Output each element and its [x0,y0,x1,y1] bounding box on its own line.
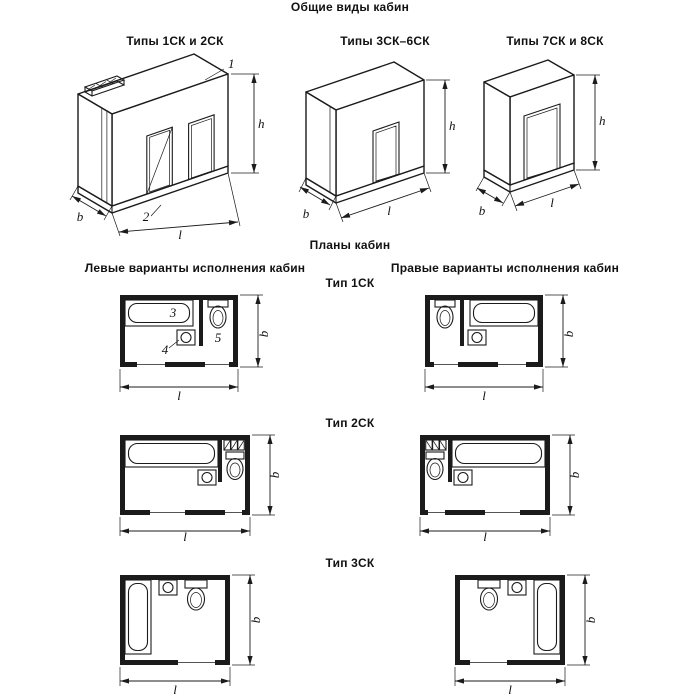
dim-l: l [111,172,241,242]
plan-2sk-left: b l [119,434,282,544]
right-variants-header: Правые варианты исполнения кабин [390,261,620,275]
row-label-2sk: Тип 2СК [325,416,375,430]
dim-label-l: l [550,195,554,210]
dim-label-l: l [178,227,182,242]
dim-label-l: l [508,682,512,697]
bathtub [124,579,152,655]
dim-b: b [545,294,576,368]
callout-roof: 1 [204,56,235,81]
plan-2sk-right: b l [419,434,582,544]
dim-label-b: b [248,616,263,623]
callout-2-label: 2 [143,209,150,224]
plan-walls [120,295,238,367]
callout-4-leader [168,339,180,349]
dim-b: b [567,574,598,666]
callout-1-label: 1 [228,56,235,71]
toilet [184,579,208,611]
dim-label-b: b [267,471,282,478]
left-variants-header: Левые варианты исполнения кабин [84,261,306,275]
dim-b: b [240,294,271,368]
dim-label-b: b [561,330,576,337]
cabin-box [77,53,229,207]
callout-base: 2 [143,204,162,224]
view-caption-1: Типы 1СК и 2СК [126,34,224,48]
main-title: Общие виды кабин [290,0,410,14]
toilet [207,299,229,329]
dim-label-b: b [77,209,84,224]
isometric-view-7sk-8sk: h b l [475,59,606,218]
dim-h: h [426,79,456,174]
dim-l: l [509,169,582,212]
isometric-view-1sk-2sk: 1 2 h b l [69,53,265,242]
plan-mirrored-content [455,575,565,665]
sink [197,469,217,486]
plan-3sk-right: b l [454,574,598,697]
door-opening [372,121,400,184]
toilet [225,451,245,481]
dim-label-l: l [482,388,486,403]
dim-l: l [119,517,251,544]
dim-label-l: l [177,388,181,403]
door-opening-2 [188,114,215,181]
dim-l: l [335,172,432,223]
dim-label-b: b [567,471,582,478]
bathtub [124,299,194,327]
dim-label-h: h [599,113,606,128]
door-opening [523,103,561,181]
dim-b: b [298,177,337,221]
dim-b: b [69,185,113,224]
dim-b: b [552,434,582,516]
dim-label-h: h [449,118,456,133]
dim-l: l [419,517,551,544]
view-caption-2: Типы 3СК–6СК [340,34,430,48]
plan-3sk-left: b l [119,574,263,697]
dim-b: b [232,574,263,666]
plan-mirrored-content [425,295,543,367]
dim-l: l [424,369,544,403]
cabin-box [305,61,425,197]
dim-l: l [119,667,231,697]
dim-h: h [576,74,606,171]
dim-label-l: l [183,529,187,544]
dim-label-l: l [387,203,391,218]
sink [176,329,196,346]
plan-walls [120,435,250,515]
isometric-view-3sk-6sk: h b l [298,61,456,223]
cabin-box [483,59,575,186]
dim-l: l [119,369,239,403]
sink [158,579,178,596]
plan-walls [120,575,230,665]
door-opening-1 [146,126,173,195]
plan-1sk-right: b l [424,294,576,403]
dim-label-b: b [256,330,271,337]
dim-label-h: h [258,116,265,131]
dim-label-b: b [479,203,486,218]
bathtub [124,439,219,468]
plans-title: Планы кабин [309,238,391,252]
callout-3-label: 3 [169,305,177,320]
callout-5-label: 5 [215,330,222,345]
plan-1sk-left: 3 4 5 b l [119,294,271,403]
roof-vent-block [83,75,126,97]
row-label-1sk: Тип 1СК [325,276,375,290]
dim-label-b: b [303,206,310,221]
callout-4-label: 4 [162,342,169,357]
view-caption-3: Типы 7СК и 8СК [506,34,604,48]
dim-label-l: l [173,682,177,697]
row-label-3sk: Тип 3СК [325,556,375,570]
dim-label-b: b [583,616,598,623]
dim-label-l: l [483,529,487,544]
dim-b: b [252,434,282,516]
vent-block [223,439,245,451]
dim-l: l [454,667,566,697]
dim-h: h [231,73,265,174]
dim-b: b [475,176,511,218]
plan-mirrored-content [420,435,550,515]
